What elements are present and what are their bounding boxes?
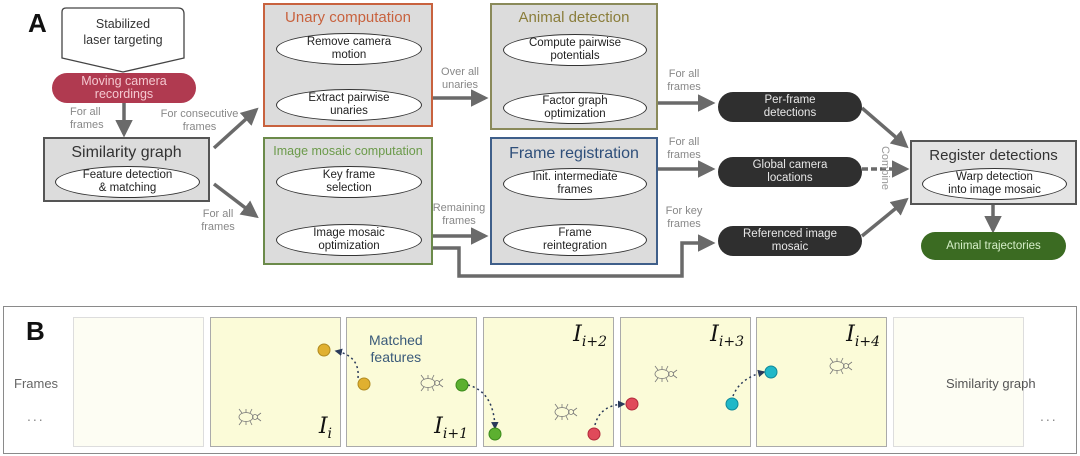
frame-i-plus-3: Ii+3 bbox=[620, 317, 751, 447]
ellipsis-left: ... bbox=[27, 408, 45, 424]
unary-computation-title: Unary computation bbox=[285, 9, 411, 26]
frame-label-sub: i+2 bbox=[581, 334, 607, 350]
edge-label-for-key-frames: For key frames bbox=[665, 205, 703, 230]
register-detections-title: Register detections bbox=[929, 147, 1058, 164]
laser-targeting-shape bbox=[61, 7, 185, 73]
frame-label: Ii+3 bbox=[710, 322, 744, 350]
frame-i-plus-2: Ii+2 bbox=[483, 317, 614, 447]
image-mosaic-computation-box: Image mosaic computation Key frame selec… bbox=[263, 137, 433, 265]
panel-b-frame bbox=[3, 306, 1077, 454]
frame-reintegration-step: Frame reintegration bbox=[503, 224, 647, 256]
edge-label-for-all-frames: For all frames bbox=[667, 68, 701, 93]
ellipsis-right: ... bbox=[1040, 408, 1058, 424]
similarity-graph-label: Similarity graph bbox=[946, 376, 1036, 391]
warp-detection-step: Warp detection into image mosaic bbox=[922, 168, 1067, 200]
frame-label-base: I bbox=[318, 414, 328, 439]
init-intermediate-frames-step: Init. intermediate frames bbox=[503, 168, 647, 200]
remove-camera-motion-step: Remove camera motion bbox=[276, 33, 422, 65]
similarity-graph-title: Similarity graph bbox=[71, 144, 182, 161]
frame-label-base: I bbox=[710, 322, 719, 347]
animal-detection-title: Animal detection bbox=[518, 9, 630, 26]
edge-label-for-all-frames: For all frames bbox=[201, 208, 235, 233]
animal-detection-box: Animal detection Compute pairwise potent… bbox=[490, 3, 658, 130]
compute-pairwise-potentials-step: Compute pairwise potentials bbox=[503, 34, 647, 66]
extract-pairwise-unaries-step: Extract pairwise unaries bbox=[276, 89, 422, 121]
panel-a-label: A bbox=[28, 8, 47, 38]
moving-camera-recordings: Moving camera recordings bbox=[52, 73, 196, 103]
unary-computation-box: Unary computation Remove camera motion E… bbox=[263, 3, 433, 127]
frame-registration-title: Frame registration bbox=[509, 145, 639, 162]
frame-i: Ii bbox=[210, 317, 341, 447]
edge-label-for-all-frames: For all frames bbox=[70, 106, 104, 131]
frame-empty-right bbox=[893, 317, 1024, 447]
image-mosaic-computation-title: Image mosaic computation bbox=[273, 144, 423, 158]
frame-label-base: I bbox=[434, 414, 443, 439]
edge-label-remaining-frames: Remaining frames bbox=[432, 202, 486, 227]
animal-trajectories: Animal trajectories bbox=[921, 232, 1066, 260]
matched-features-label: Matched features bbox=[369, 332, 423, 365]
frame-empty-left bbox=[73, 317, 204, 447]
frame-label: Ii bbox=[319, 414, 332, 442]
edge-label-for-consecutive-frames: For consecutive frames bbox=[160, 108, 239, 133]
key-frame-selection-step: Key frame selection bbox=[276, 166, 422, 198]
panel-a-connectors bbox=[61, 7, 1002, 278]
frame-label-sub: i+1 bbox=[442, 426, 468, 442]
laser-targeting-label: Stabilized laser targeting bbox=[83, 17, 163, 47]
frame-label-base: I bbox=[573, 322, 582, 347]
similarity-graph-box: Similarity graph Feature detection & mat… bbox=[43, 137, 210, 202]
arrow-perframe-to-register bbox=[860, 106, 909, 149]
register-detections-box: Register detections Warp detection into … bbox=[910, 140, 1077, 205]
frame-i-plus-4: Ii+4 bbox=[756, 317, 887, 447]
frame-i-plus-1: Matched features Ii+1 bbox=[346, 317, 477, 447]
image-mosaic-optimization-step: Image mosaic optimization bbox=[276, 224, 422, 256]
factor-graph-optimization-step: Factor graph optimization bbox=[503, 92, 647, 124]
frame-label-sub: i+4 bbox=[854, 334, 880, 350]
frame-label-base: I bbox=[846, 322, 855, 347]
combine-label: Combine bbox=[879, 145, 891, 191]
edge-label-for-all-frames: For all frames bbox=[667, 136, 701, 161]
frame-label-sub: i bbox=[327, 426, 332, 442]
edge-label-over-all-unaries: Over all unaries bbox=[441, 66, 479, 91]
arrow-similarity-to-unary bbox=[212, 107, 259, 150]
arrow-similarity-to-mosaic bbox=[212, 182, 259, 219]
frame-label-sub: i+3 bbox=[718, 334, 744, 350]
panel-b-label: B bbox=[26, 316, 45, 346]
frame-registration-box: Frame registration Init. intermediate fr… bbox=[490, 137, 658, 265]
per-frame-detections: Per-frame detections bbox=[718, 92, 862, 122]
referenced-image-mosaic: Referenced image mosaic bbox=[718, 226, 862, 256]
frame-label: Ii+2 bbox=[573, 322, 607, 350]
frames-label: Frames bbox=[14, 376, 59, 391]
arrow-mosaic-to-referenced bbox=[433, 234, 716, 278]
frame-label: Ii+4 bbox=[846, 322, 880, 350]
feature-detection-step: Feature detection & matching bbox=[55, 166, 200, 198]
frame-label: Ii+1 bbox=[434, 414, 468, 442]
arrow-referenced-to-register bbox=[860, 197, 909, 238]
global-camera-locations: Global camera locations bbox=[718, 157, 862, 187]
